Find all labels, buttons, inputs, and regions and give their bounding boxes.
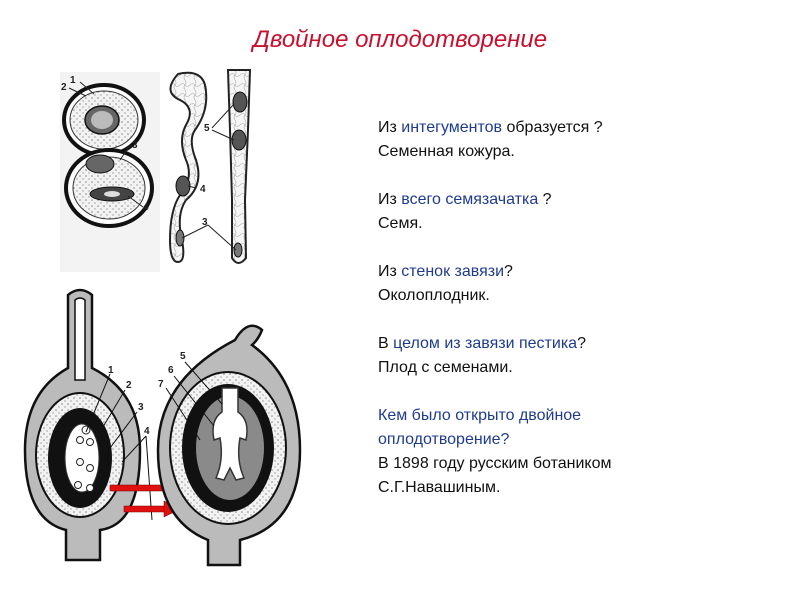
label-7-bottom-right: 7 <box>158 379 164 390</box>
final-answer-line: В 1898 году русским ботаником <box>378 455 612 472</box>
answer-text: Плод с семенами. <box>378 359 513 376</box>
question-prefix: Из <box>378 191 402 208</box>
question-suffix: ? <box>538 191 552 208</box>
question-highlight: интегументов <box>401 119 503 136</box>
label-4-bottom-left: 4 <box>144 426 150 437</box>
question-prefix: Из <box>378 119 402 136</box>
pollen-grains-figure: 2 1 3 4 <box>60 72 160 272</box>
qa-item-ovary-walls: Из стенок завязи? Околоплодник. <box>378 260 513 308</box>
pollen-tube-figure: 5 4 3 <box>168 69 252 264</box>
question-suffix: ? <box>577 335 586 352</box>
slide-title: Двойное оплодотворение <box>252 26 548 53</box>
label-5-bottom-right: 5 <box>180 351 186 362</box>
qa-item-integuments: Из интегументов образуется ? Семенная ко… <box>378 116 603 164</box>
question-suffix: образуется ? <box>502 119 603 136</box>
question-highlight: всего семязачатка <box>401 191 539 208</box>
question-highlight: стенок завязи <box>401 263 504 280</box>
label-4-top-left: 4 <box>143 202 149 213</box>
label-4-top-right: 4 <box>200 184 206 195</box>
label-3-top-left: 3 <box>132 140 138 151</box>
label-6-bottom-right: 6 <box>168 365 174 376</box>
final-question-line: Кем было открыто двойное <box>378 407 582 424</box>
ovule-after-fertilization: 5 6 7 <box>156 324 302 567</box>
label-3-bottom-left: 3 <box>138 402 144 413</box>
question-suffix: ? <box>504 263 513 280</box>
answer-text: Семя. <box>378 215 423 232</box>
label-2-top-left: 2 <box>61 82 67 93</box>
qa-item-discovery: Кем было открыто двойное оплодотворение?… <box>378 404 612 500</box>
label-3-top-right: 3 <box>202 217 208 228</box>
final-answer-line: С.Г.Навашиным. <box>378 479 501 496</box>
question-prefix: В <box>378 335 394 352</box>
label-1-top-left: 1 <box>70 75 76 86</box>
ovule-before-fertilization: 1 2 3 4 <box>23 288 153 562</box>
qa-item-pistil-ovary: В целом из завязи пестика? Плод с семена… <box>378 332 586 380</box>
question-highlight: целом из завязи пестика <box>393 335 578 352</box>
label-5-top-right: 5 <box>204 123 210 134</box>
answer-text: Околоплодник. <box>378 287 490 304</box>
qa-item-ovule: Из всего семязачатка ? Семя. <box>378 188 552 236</box>
label-2-bottom-left: 2 <box>126 380 132 391</box>
final-question-line: оплодотворение? <box>378 431 510 448</box>
question-prefix: Из <box>378 263 402 280</box>
label-1-bottom-left: 1 <box>108 365 114 376</box>
answer-text: Семенная кожура. <box>378 143 515 160</box>
